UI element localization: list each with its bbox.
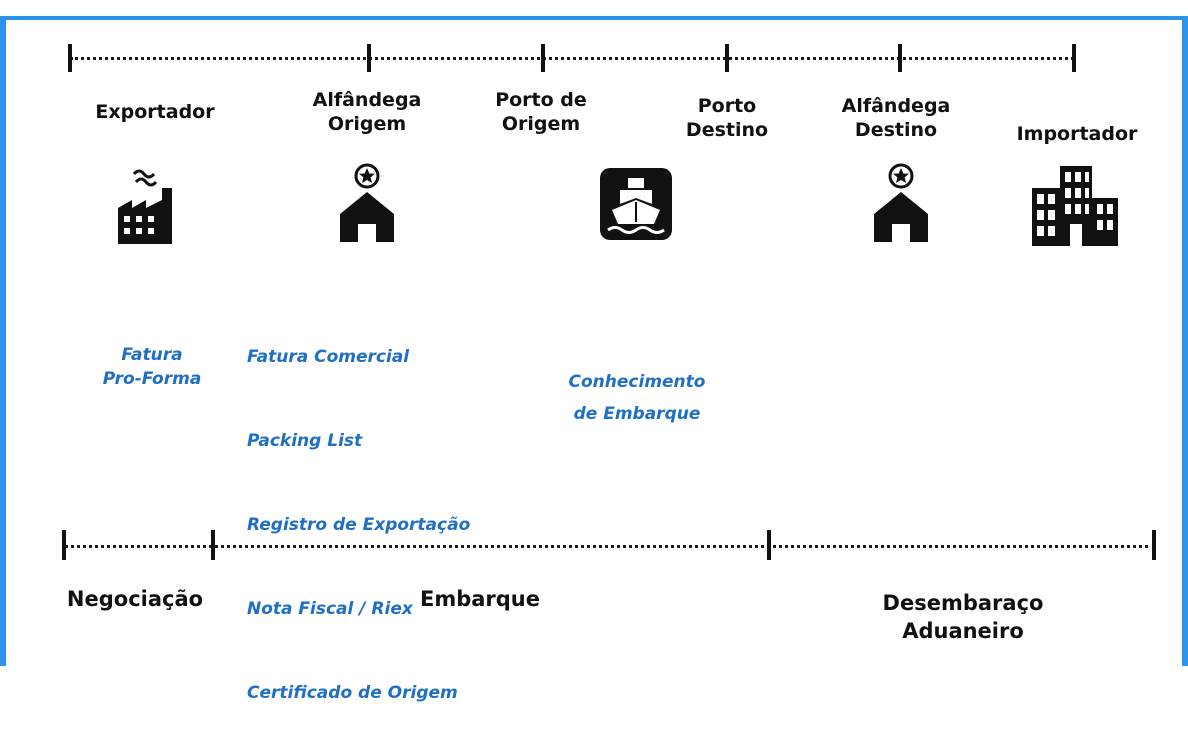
factory-icon [118, 169, 172, 244]
top-timeline-tick [725, 44, 729, 72]
top-timeline-tick [541, 44, 545, 72]
top-timeline-tick [898, 44, 902, 72]
bottom-timeline-tick [62, 530, 66, 560]
bottom-timeline-line [64, 545, 1156, 548]
stage-label-importador: Importador [1016, 123, 1138, 145]
office-building-icon [1032, 166, 1118, 246]
top-timeline-tick [1072, 44, 1076, 72]
bottom-timeline-tick [767, 530, 771, 560]
doc-item: Certificado de Origem [247, 683, 458, 703]
phase-label-embarque: Embarque [419, 587, 541, 611]
stage-label-porto-destino: Porto Destino [685, 95, 769, 141]
stage-label-porto-origem: Porto de Origem [495, 89, 587, 135]
phase-label-negociacao: Negociação [66, 587, 204, 611]
stage-label-alfandega-origem: Alfândega Origem [312, 89, 422, 135]
doc-list-alfandega-origem: Fatura Comercial Packing List Registro d… [247, 294, 470, 756]
stage-label-exportador: Exportador [95, 101, 215, 123]
doc-item: Nota Fiscal / Riex [247, 599, 413, 619]
bottom-timeline-tick [1152, 530, 1156, 560]
doc-fatura-pro-forma: Fatura Pro-Forma [102, 345, 202, 389]
stage-label-alfandega-destino: Alfândega Destino [841, 95, 951, 141]
top-timeline-tick [367, 44, 371, 72]
doc-item: Registro de Exportação [247, 515, 471, 535]
customs-house-icon [874, 163, 928, 242]
top-timeline-line [70, 57, 1074, 60]
top-timeline-tick [68, 44, 72, 72]
diagram-frame [0, 16, 1188, 666]
doc-item: Fatura Comercial [247, 347, 410, 367]
doc-item: Packing List [247, 431, 363, 451]
ship-icon [600, 168, 672, 240]
phase-label-desembaraco-aduaneiro: Desembaraço Aduaneiro [882, 591, 1044, 643]
doc-conhecimento-embarque: Conhecimento de Embarque [568, 372, 706, 424]
bottom-timeline-tick [211, 530, 215, 560]
customs-house-icon [340, 163, 394, 242]
